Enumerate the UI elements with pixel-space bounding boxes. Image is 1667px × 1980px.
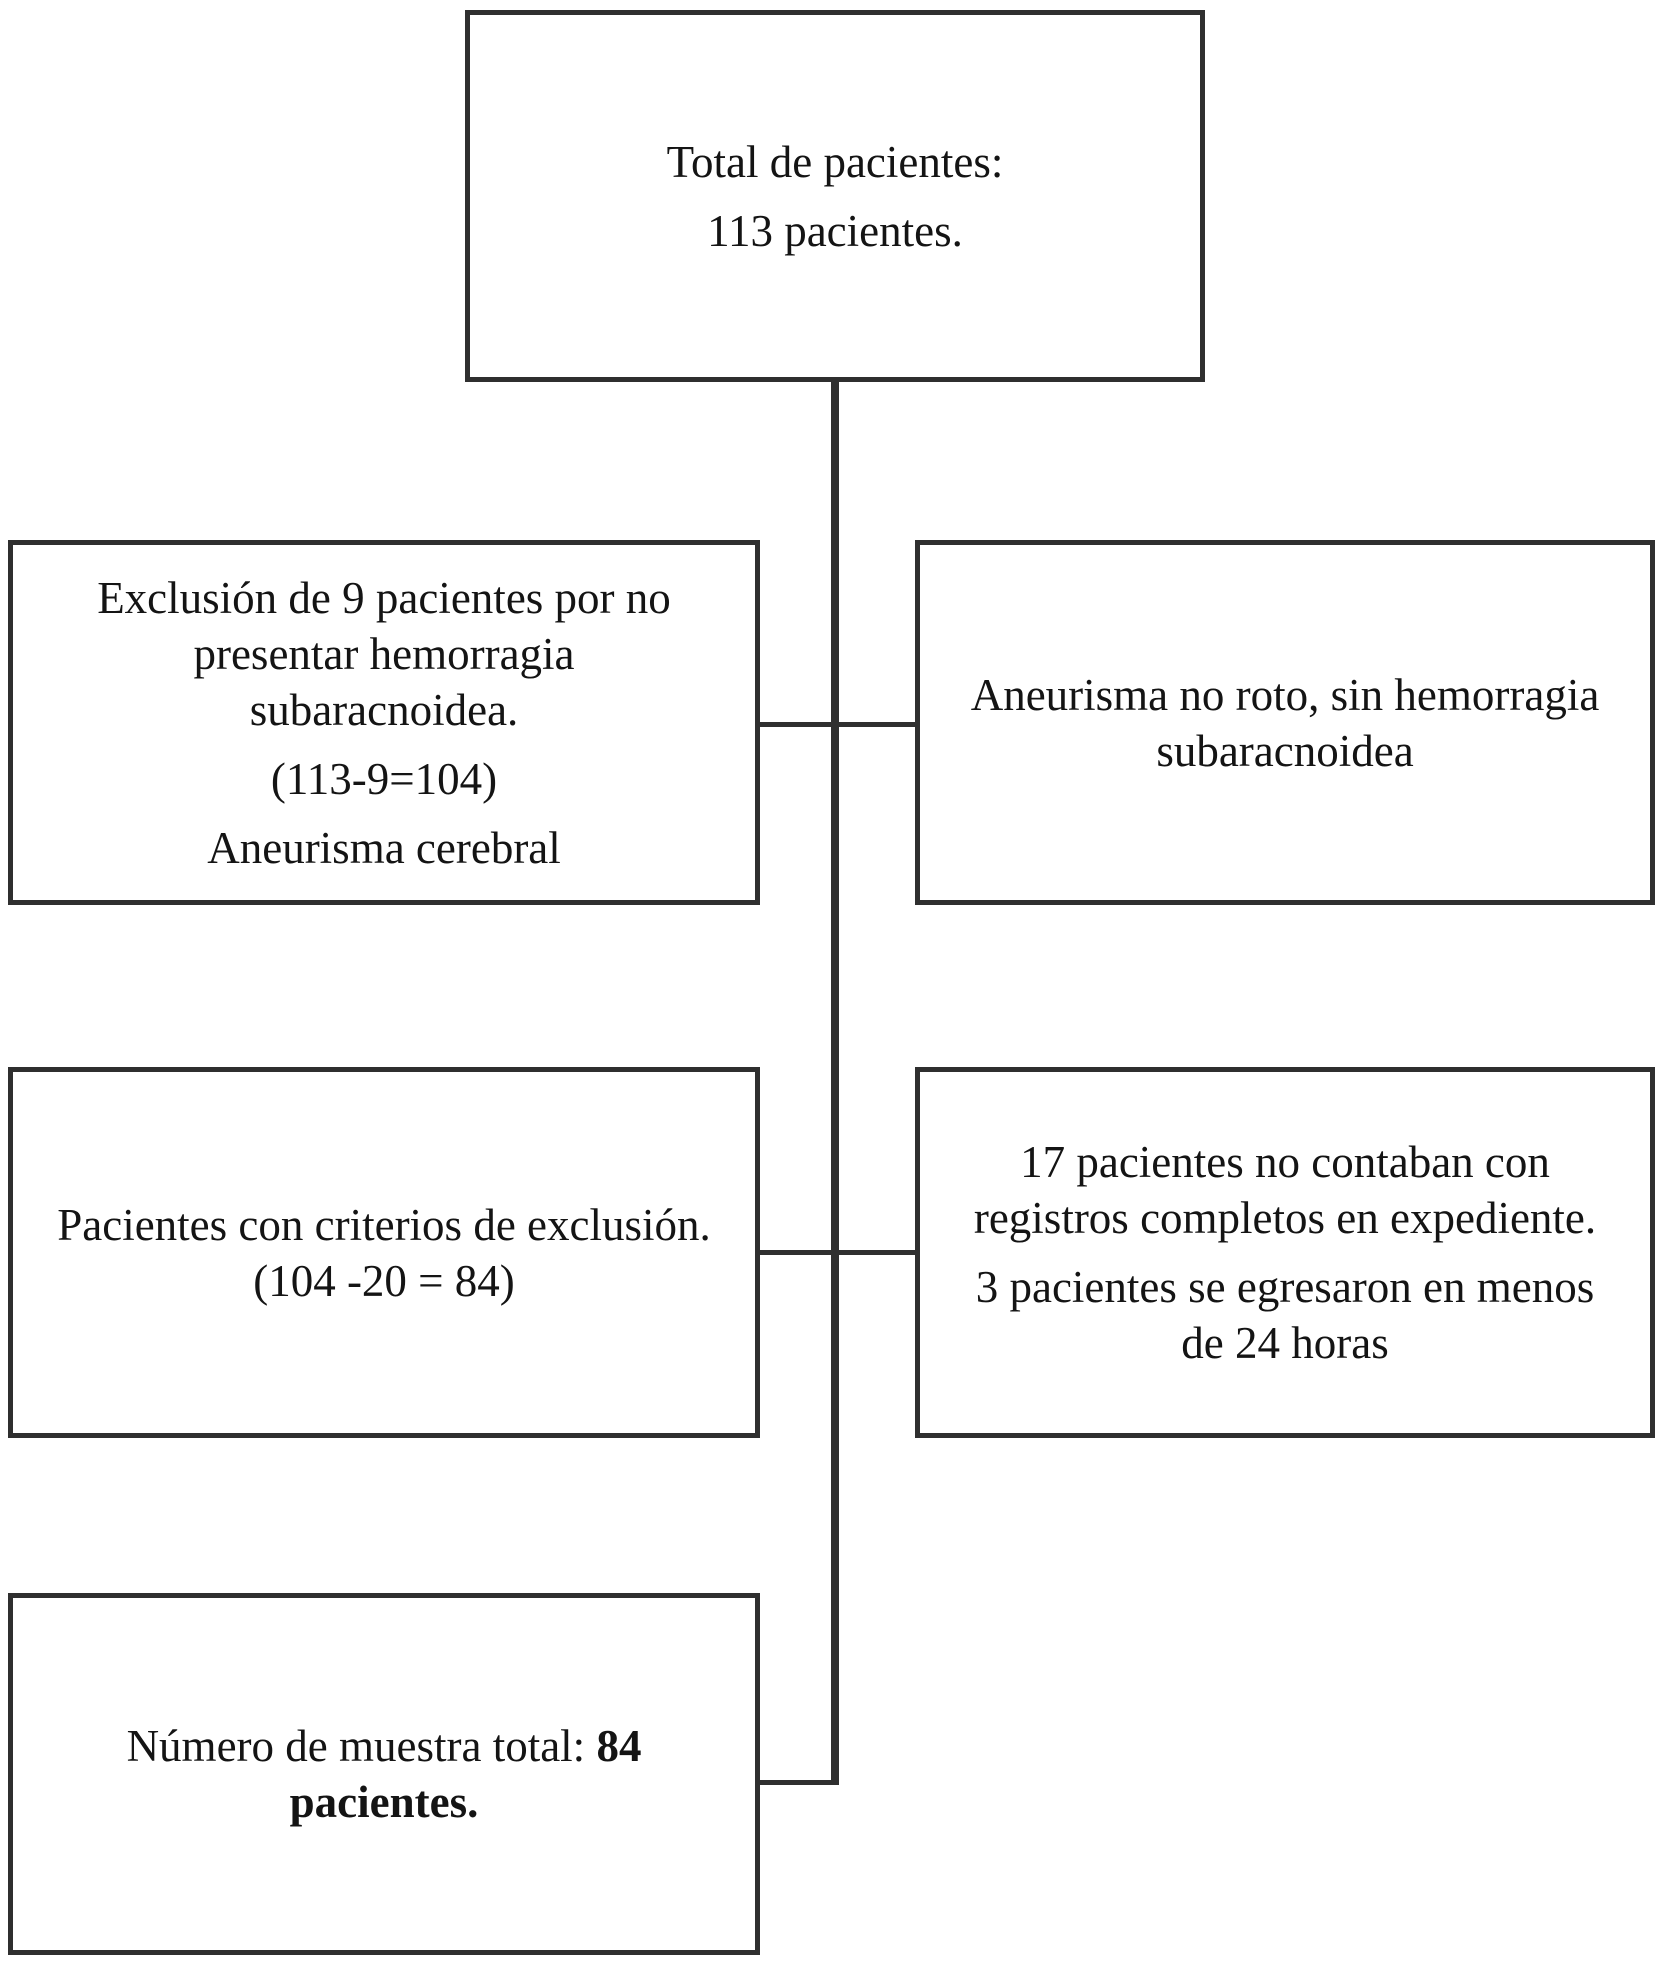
total-patients-line2: 113 pacientes. [707, 205, 963, 256]
reason-records-line2: registros completos en expediente. [973, 1193, 1597, 1243]
reason-records-box: 17 pacientes no contaban con registros c… [915, 1067, 1655, 1438]
exclusion-9-line2: presentar hemorragia [193, 628, 575, 679]
exclusion-criteria-box: Pacientes con criterios de exclusión. (1… [8, 1067, 760, 1438]
total-patients-box: Total de pacientes: 113 pacientes. [465, 10, 1205, 382]
final-box-horizontal-connector-line [760, 1780, 835, 1785]
reason-unruptured-aneurysm-box: Aneurisma no roto, sin hemorragia subara… [915, 540, 1655, 905]
exclusion-9-calculation: (113-9=104) [270, 753, 498, 804]
final-sample-prefix: Número de muestra total: [126, 1721, 597, 1771]
row1-horizontal-connector-line [760, 722, 915, 727]
reason-discharge-line1: 3 pacientes se egresaron en menos [975, 1262, 1595, 1312]
final-sample-line2: pacientes. [289, 1777, 479, 1827]
reason-records-line1: 17 pacientes no contaban con [1020, 1137, 1550, 1187]
final-sample-line1: Número de muestra total: 84 [23, 1718, 745, 1774]
exclusion-9-label: Aneurisma cerebral [207, 822, 561, 873]
center-vertical-connector-line [831, 382, 839, 1785]
exclusion-9-box: Exclusión de 9 pacientes por no presenta… [8, 540, 760, 905]
row2-horizontal-connector-line [760, 1250, 915, 1255]
reason-unruptured-line1: Aneurisma no roto, sin hemorragia [970, 669, 1600, 720]
reason-unruptured-line2: subaracnoidea [1156, 725, 1414, 776]
final-sample-count: 84 [596, 1721, 642, 1771]
exclusion-9-line3: subaracnoidea. [249, 684, 519, 735]
exclusion-9-line1: Exclusión de 9 pacientes por no [97, 572, 671, 623]
final-sample-box: Número de muestra total: 84 pacientes. [8, 1593, 760, 1955]
reason-discharge-line2: de 24 horas [1181, 1318, 1389, 1368]
exclusion-criteria-line1: Pacientes con criterios de exclusión. [57, 1199, 711, 1250]
exclusion-criteria-calculation: (104 -20 = 84) [253, 1255, 515, 1306]
total-patients-line1: Total de pacientes: [666, 136, 1004, 187]
